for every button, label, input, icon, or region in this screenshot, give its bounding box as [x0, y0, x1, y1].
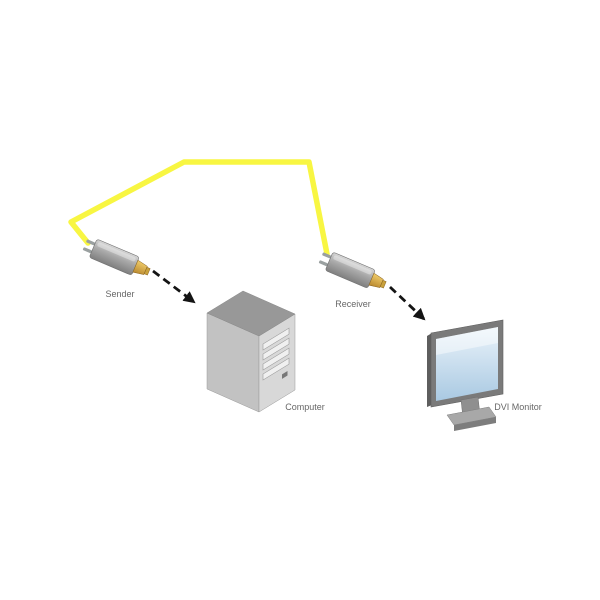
tower-top-face [206, 290, 296, 337]
receiver-body-highlight [333, 255, 372, 275]
monitor-label: DVI Monitor [494, 402, 542, 412]
receiver-to-monitor-arrow [389, 285, 426, 321]
sender-dvi-connector-icon [132, 259, 148, 275]
tower-drive-bays [262, 327, 290, 381]
receiver-pin-icon [322, 252, 332, 259]
receiver-label: Receiver [335, 299, 371, 309]
power-button-icon [282, 371, 288, 379]
drive-bay-slot [262, 327, 290, 351]
computer-label: Computer [285, 402, 325, 412]
sender-dvi-connector-tip [143, 266, 151, 276]
receiver-extender-icon [318, 252, 387, 289]
receiver-pin-icon [318, 260, 328, 267]
monitor-screen-glare [436, 327, 498, 355]
computer-tower-icon [206, 290, 296, 413]
sender-pin-icon [82, 247, 92, 254]
sender-pin-icon [86, 239, 96, 246]
receiver-dvi-connector-icon [368, 272, 384, 288]
receiver-dvi-connector-tip [379, 279, 387, 289]
monitor-screen [436, 327, 498, 401]
sender-to-computer-arrow [152, 269, 196, 304]
drive-bay-slot [262, 337, 290, 361]
drive-bay-slot [262, 357, 290, 381]
monitor-base-front [454, 417, 496, 431]
drive-bay-slot [262, 347, 290, 371]
sender-body-highlight [97, 242, 136, 262]
sender-extender-icon [82, 239, 151, 276]
dvi-cable [68, 159, 330, 257]
dvi-monitor-icon [427, 319, 504, 431]
sender-label: Sender [105, 289, 134, 299]
